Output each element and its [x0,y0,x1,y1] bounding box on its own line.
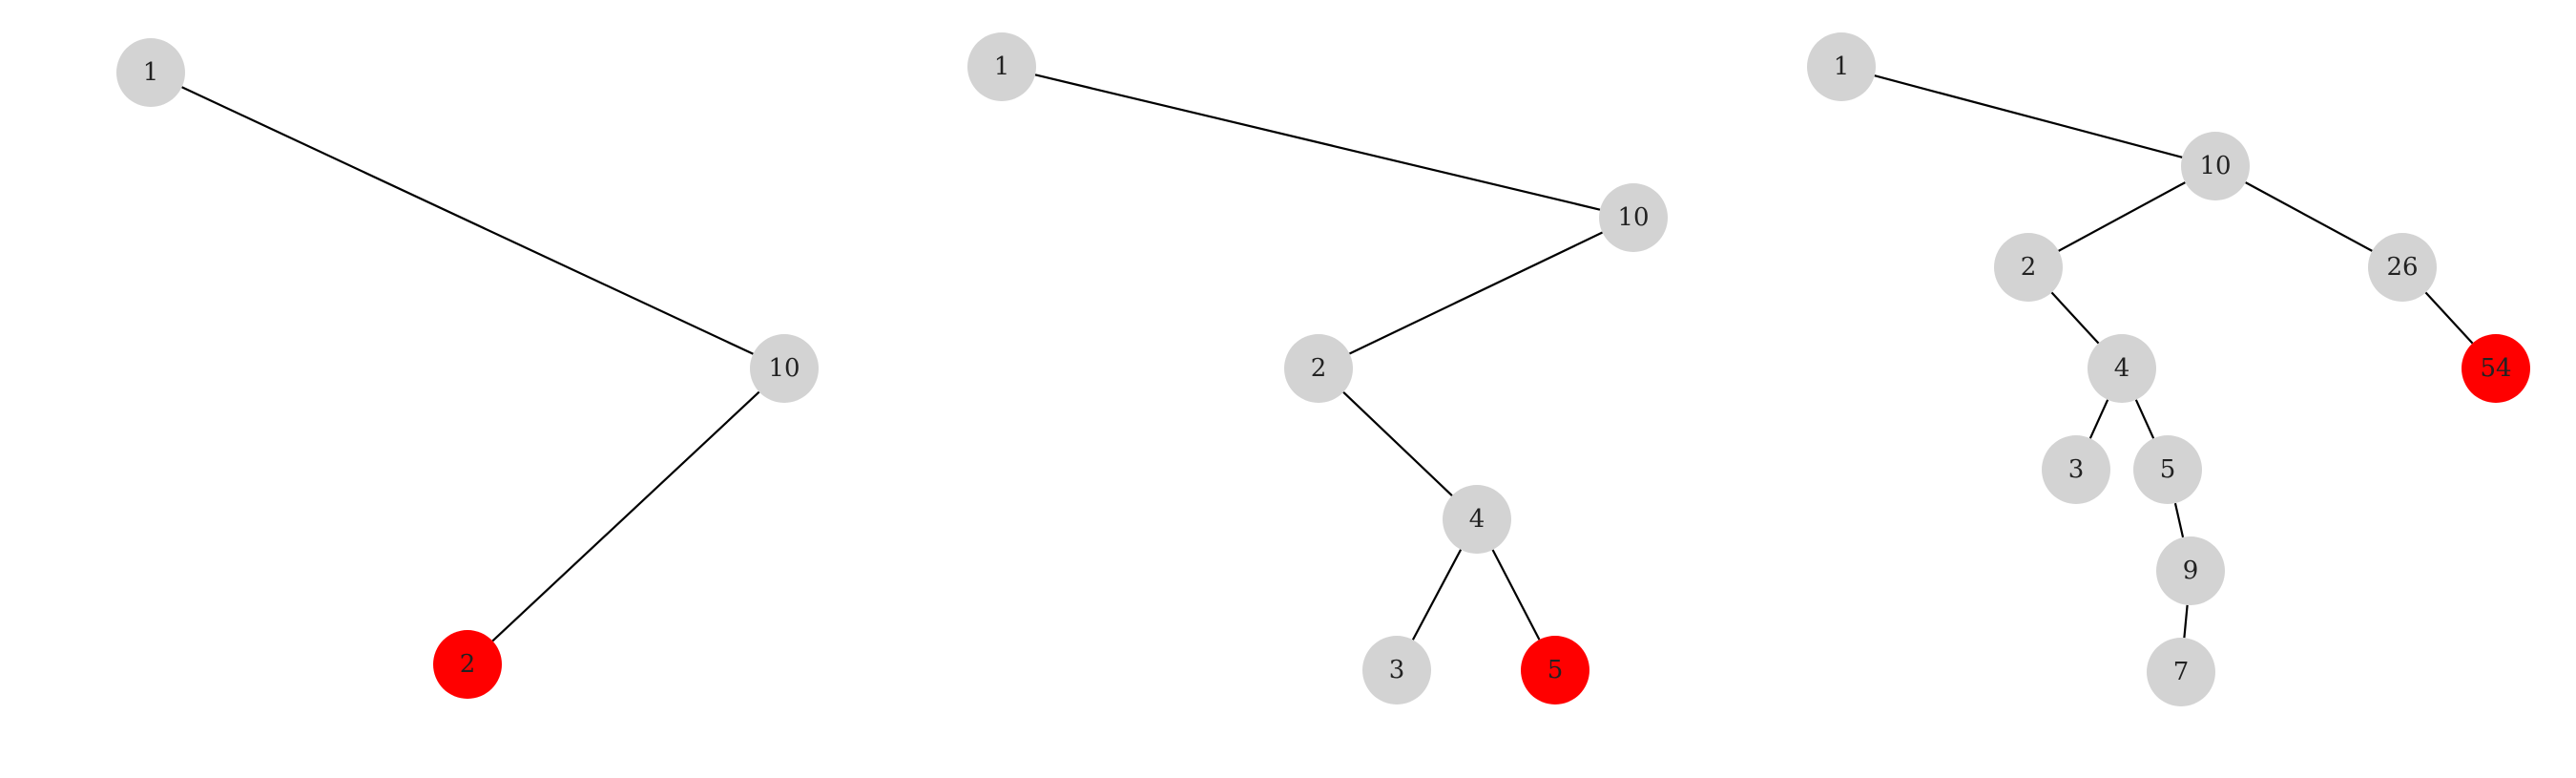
node-label: 4 [1469,505,1485,534]
tree-edge [181,86,754,355]
node-circle [2133,435,2202,504]
node-circle [967,32,1036,101]
tree-edge [1411,549,1463,641]
node-label: 7 [2173,658,2190,686]
node-circle [750,334,819,403]
node-label: 2 [2021,253,2037,282]
tree-edge [1874,74,2183,158]
node-label: 1 [1834,53,1850,81]
tree-node: 2 [1284,334,1353,403]
tree-node-highlighted: 5 [1521,636,1589,704]
node-circle [1599,183,1668,252]
tree-node: 1 [1807,32,1876,101]
tree-node-highlighted: 54 [2462,334,2530,403]
node-label: 3 [2068,455,2085,484]
node-label: 26 [2386,253,2418,282]
tree-node: 3 [2042,435,2110,504]
node-circle [2147,638,2215,706]
tree-edge [1348,231,1604,355]
node-circle [2088,334,2156,403]
nodes-layer: 1 10 2 1 10 2 4 3 5 1 10 2 26 4 54 3 5 9 7 [116,32,2530,706]
node-circle [2462,334,2530,403]
tree-node: 1 [116,38,185,107]
node-label: 10 [1617,203,1649,232]
tree-node: 5 [2133,435,2202,504]
tree-node: 10 [1599,183,1668,252]
tree-node: 26 [2368,233,2437,302]
tree-node: 2 [1994,233,2063,302]
node-label: 4 [2114,354,2130,383]
node-label: 10 [768,354,800,383]
node-label: 3 [1389,656,1405,684]
node-circle [2042,435,2110,504]
node-label: 5 [2160,455,2176,484]
node-circle [1994,233,2063,302]
tree-edge [2058,181,2186,252]
tree-edge [2050,291,2100,345]
tree-edge [2173,502,2185,538]
node-circle [433,630,502,699]
tree-node: 1 [967,32,1036,101]
node-label: 2 [460,650,476,679]
tree-edge [1034,74,1601,211]
node-circle [2156,536,2225,605]
tree-edge [2183,604,2189,639]
node-label: 2 [1311,354,1327,383]
tree-edge [1491,549,1541,641]
tree-edge [2134,399,2155,439]
node-label: 10 [2199,152,2231,180]
edges-layer [181,74,2474,642]
tree-node: 10 [2181,132,2250,200]
node-circle [2181,132,2250,200]
tree-node: 4 [1443,485,1511,554]
tree-node: 3 [1362,636,1431,704]
node-label: 5 [1548,656,1564,684]
tree-edge [2424,291,2474,345]
node-circle [1362,636,1431,704]
tree-edge [1342,391,1453,496]
tree-node: 9 [2156,536,2225,605]
node-circle [1521,636,1589,704]
node-label: 1 [143,58,159,87]
node-circle [1284,334,1353,403]
tree-node: 10 [750,334,819,403]
tree-edge [2088,399,2109,439]
tree-node-highlighted: 2 [433,630,502,699]
tree-edge [491,390,760,642]
node-circle [1807,32,1876,101]
node-circle [116,38,185,107]
node-label: 1 [994,53,1010,81]
tree-node: 7 [2147,638,2215,706]
tree-edge [2245,181,2373,252]
node-label: 54 [2480,354,2511,383]
node-circle [2368,233,2437,302]
node-label: 9 [2183,557,2199,585]
node-circle [1443,485,1511,554]
tree-node: 4 [2088,334,2156,403]
